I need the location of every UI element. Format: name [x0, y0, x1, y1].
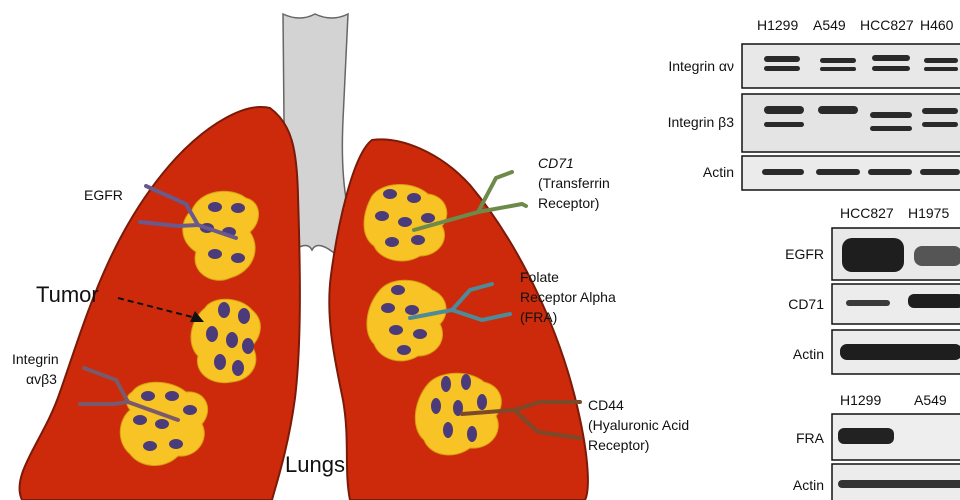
blot-band: [842, 238, 904, 272]
blot-band: [846, 300, 890, 306]
tumor-left-middle: [191, 299, 260, 382]
nucleus: [461, 374, 471, 390]
lane-label: A549: [813, 17, 846, 33]
nucleus: [214, 354, 226, 370]
nucleus: [405, 305, 419, 315]
cd71-label-line1: CD71: [538, 154, 574, 173]
fra-label-line1: Folate: [520, 268, 559, 287]
cd44-label-line2: (Hyaluronic Acid: [588, 416, 689, 435]
nucleus: [143, 441, 157, 451]
nucleus: [183, 405, 197, 415]
nucleus: [443, 422, 453, 438]
row-label: CD71: [788, 296, 824, 312]
nucleus: [231, 203, 245, 213]
blot-band: [924, 67, 958, 71]
blot-band: [838, 480, 960, 488]
blot-band: [870, 126, 912, 131]
nucleus: [391, 285, 405, 295]
nucleus: [441, 376, 451, 392]
row-label: FRA: [796, 430, 824, 446]
lane-label: H1975: [908, 205, 949, 221]
nucleus: [398, 217, 412, 227]
nucleus: [431, 398, 441, 414]
nucleus: [477, 394, 487, 410]
nucleus: [208, 249, 222, 259]
nucleus: [385, 237, 399, 247]
row-label: Integrin αν: [668, 58, 734, 74]
blot-band: [764, 122, 804, 127]
nucleus: [155, 419, 169, 429]
nucleus: [389, 325, 403, 335]
integrin-label-line1: Integrin: [12, 350, 59, 369]
nucleus: [141, 391, 155, 401]
lungs-label: Lungs: [285, 452, 345, 478]
row-label: Actin: [793, 346, 824, 362]
tumor-right-middle: [367, 280, 446, 361]
lane-label: H1299: [757, 17, 798, 33]
nucleus: [218, 302, 230, 318]
tumor-right-lower: [415, 373, 501, 455]
blot-band: [764, 56, 800, 62]
blot-band: [922, 108, 958, 114]
egfr-label: EGFR: [84, 186, 123, 205]
fra-label-line3: (FRA): [520, 308, 557, 327]
cd71-label-line2: (Transferrin: [538, 174, 610, 193]
blot-band: [920, 169, 960, 175]
nucleus: [381, 303, 395, 313]
nucleus: [231, 253, 245, 263]
nucleus: [407, 193, 421, 203]
nucleus: [383, 189, 397, 199]
row-label: Actin: [793, 477, 824, 493]
fra-label-line2: Receptor Alpha: [520, 288, 616, 307]
blot-band: [872, 55, 910, 61]
integrin-label-line2: αvβ3: [26, 370, 57, 389]
nucleus: [375, 211, 389, 221]
blot-band: [816, 169, 860, 175]
blot-band: [868, 169, 912, 175]
nucleus: [208, 202, 222, 212]
row-label: EGFR: [785, 246, 824, 262]
nucleus: [397, 345, 411, 355]
blot-band: [872, 66, 910, 71]
western-blot-1: [742, 44, 960, 190]
blot-band: [820, 58, 856, 63]
blot-band: [762, 169, 804, 175]
nucleus: [413, 329, 427, 339]
lane-label: HCC827: [840, 205, 894, 221]
blot-band: [764, 106, 804, 114]
nucleus: [238, 308, 250, 324]
blot-band: [924, 58, 958, 63]
blot-band: [908, 294, 960, 308]
nucleus: [226, 332, 238, 348]
nucleus: [232, 360, 244, 376]
nucleus: [206, 326, 218, 342]
nucleus: [165, 391, 179, 401]
nucleus: [133, 415, 147, 425]
lane-label: HCC827: [860, 17, 914, 33]
cd44-label-line3: Receptor): [588, 436, 649, 455]
blot-band: [820, 67, 856, 71]
blot-band: [818, 106, 858, 114]
nucleus: [467, 426, 477, 442]
blot-band: [914, 246, 960, 266]
nucleus: [169, 439, 183, 449]
lane-label: H1299: [840, 392, 881, 408]
lane-label: H460: [920, 17, 953, 33]
row-label: Integrin β3: [668, 114, 734, 130]
western-blot-3: [832, 414, 960, 500]
blot-band: [840, 344, 960, 360]
blot-band: [764, 66, 800, 71]
tumor-label: Tumor: [36, 282, 99, 308]
lane-label: A549: [914, 392, 947, 408]
blot-band: [870, 112, 912, 118]
cd71-label-line3: Receptor): [538, 194, 599, 213]
row-label: Actin: [703, 164, 734, 180]
blot-band: [922, 122, 958, 127]
nucleus: [411, 235, 425, 245]
cd44-label-line1: CD44: [588, 396, 624, 415]
western-blot-2: [832, 228, 960, 374]
nucleus: [421, 213, 435, 223]
nucleus: [242, 338, 254, 354]
blot-band: [838, 428, 894, 444]
